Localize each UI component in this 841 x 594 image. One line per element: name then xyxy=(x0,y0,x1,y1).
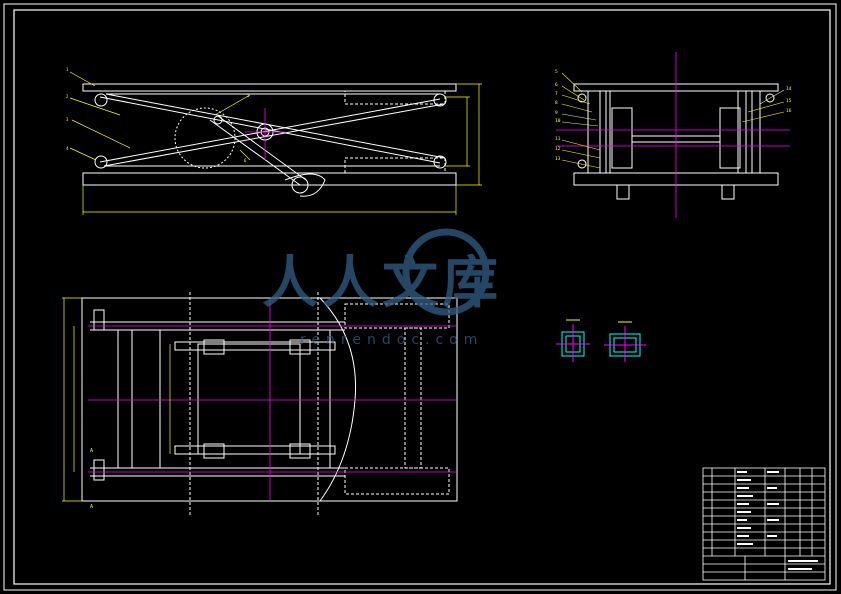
front-view-part-label: 5 xyxy=(247,93,250,98)
plan-view-centerlines xyxy=(88,300,456,500)
watermark-brand: 人人文库 xyxy=(262,251,502,316)
front-view-dimensions xyxy=(69,71,482,215)
side-view-part-label: 16 xyxy=(786,108,792,114)
front-view-part-labels: 1 2 3 4 5 6 xyxy=(66,67,250,163)
plan-view xyxy=(81,292,458,515)
side-view-part-label: 14 xyxy=(786,86,792,92)
side-view-part-label: 10 xyxy=(555,118,561,124)
section-mark: A xyxy=(90,448,93,454)
watermark-url: renrendoc.com xyxy=(300,332,483,348)
side-view-part-label: 5 xyxy=(555,69,558,75)
side-view-leaders xyxy=(561,72,785,169)
detail-view-a xyxy=(556,319,590,362)
inner-sheet-border xyxy=(13,9,831,585)
side-view-part-label: 7 xyxy=(555,91,558,97)
side-view-part-label: 12 xyxy=(555,146,561,152)
section-mark: A xyxy=(90,504,93,510)
side-view-part-label: 15 xyxy=(786,98,792,104)
front-view xyxy=(82,83,457,197)
title-block xyxy=(702,467,826,581)
front-view-part-label: 1 xyxy=(66,67,69,72)
side-view-part-label: 13 xyxy=(555,156,561,162)
watermark: 人人文库 renrendoc.com xyxy=(262,228,502,348)
side-view-part-labels: 5 6 7 8 9 10 11 12 13 14 15 16 xyxy=(555,69,792,162)
title-block-fills xyxy=(737,471,818,570)
side-view-part-label: 8 xyxy=(555,100,558,106)
front-view-centerlines xyxy=(245,108,285,160)
plan-view-section-marks: A A xyxy=(90,448,93,510)
plan-view-dimensions xyxy=(62,297,171,502)
side-view-part-label: 9 xyxy=(555,110,558,116)
watermark-logo-ring xyxy=(402,228,490,316)
front-view-part-label: 4 xyxy=(66,146,69,151)
side-view-part-label: 6 xyxy=(555,82,558,88)
front-view-part-label: 2 xyxy=(66,94,69,99)
front-view-part-label: 6 xyxy=(244,158,247,163)
detail-view-b xyxy=(604,321,646,362)
side-view-part-label: 11 xyxy=(555,136,561,142)
outer-sheet-border xyxy=(3,3,837,591)
front-view-part-label: 3 xyxy=(66,117,69,122)
side-view-centerlines xyxy=(556,52,790,218)
